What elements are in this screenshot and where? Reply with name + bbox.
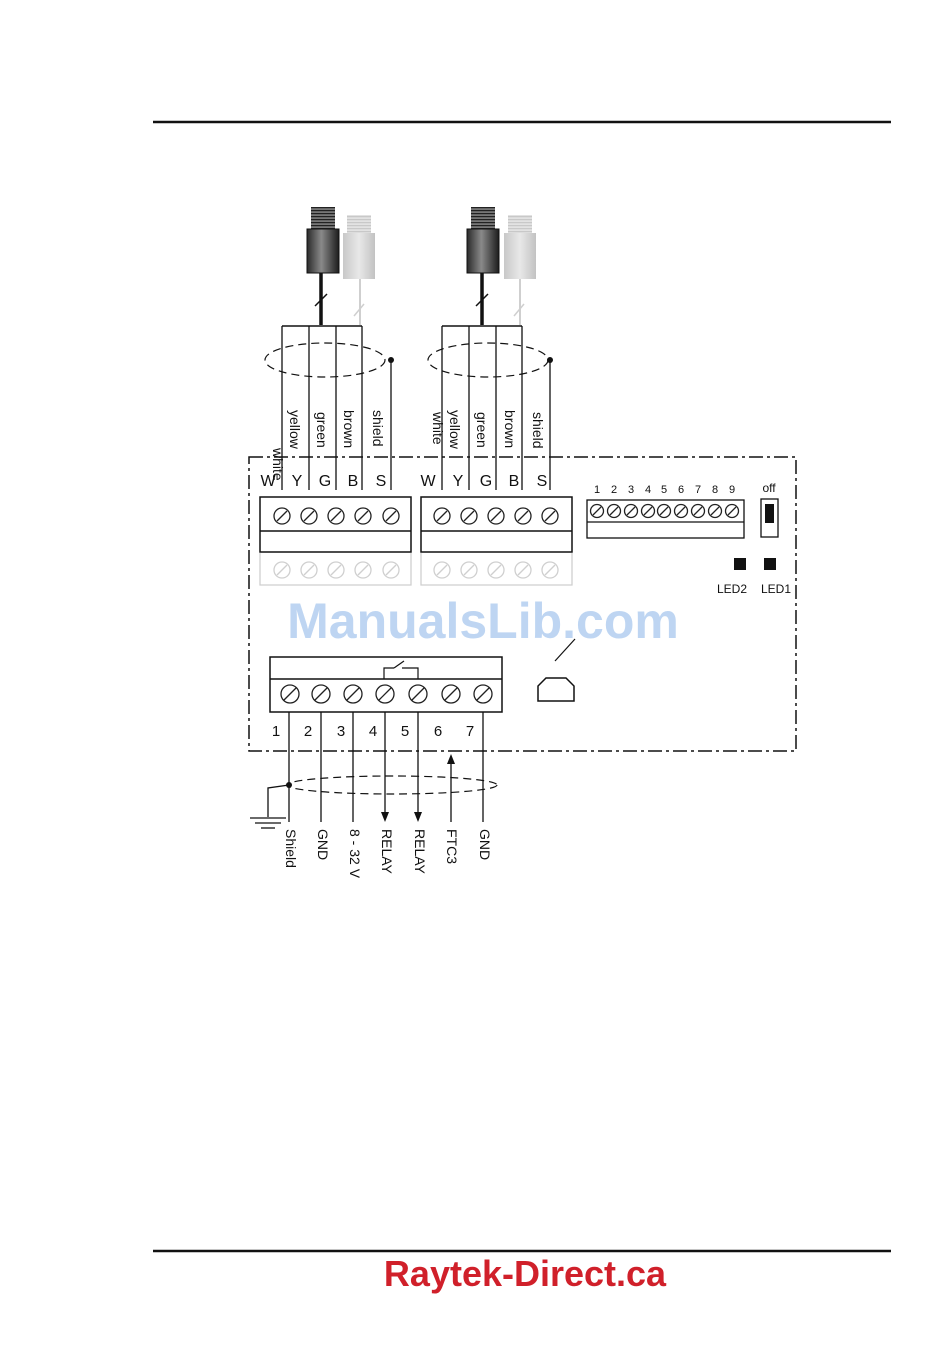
small-terminal-block <box>587 500 744 538</box>
wire-label-b-green: green <box>474 412 490 448</box>
sensor-a-icon <box>307 207 339 325</box>
switch-icon <box>761 499 778 537</box>
small-terminal-number-3: 3 <box>628 484 634 496</box>
wire-label-a-shield: shield <box>370 410 386 447</box>
screw-icon <box>642 505 655 518</box>
terminal-letter-a-y: Y <box>292 473 303 490</box>
screw-icon <box>709 505 722 518</box>
screw-icon <box>409 685 427 703</box>
small-terminal-number-7: 7 <box>695 484 701 496</box>
sensor-terminal-block-a <box>260 497 411 552</box>
screw-icon <box>726 505 739 518</box>
output-wiring <box>268 712 497 822</box>
screw-icon <box>274 508 290 524</box>
screw-icon <box>515 508 531 524</box>
screw-icon <box>591 505 604 518</box>
output-label-relay-5: RELAY <box>412 829 428 875</box>
wire-label-b-brown: brown <box>502 410 518 448</box>
sensor-terminal-block-b <box>421 497 572 552</box>
main-terminal-number-1: 1 <box>272 723 280 740</box>
main-terminal-number-5: 5 <box>401 723 409 740</box>
screw-icon <box>442 685 460 703</box>
screw-icon <box>328 508 344 524</box>
small-terminal-number-5: 5 <box>661 484 667 496</box>
screw-icon <box>383 508 399 524</box>
screw-icon <box>344 685 362 703</box>
output-label-gnd: GND <box>315 829 331 860</box>
screw-icon <box>608 505 621 518</box>
wire-label-a-green: green <box>314 412 330 448</box>
screw-icon <box>355 508 371 524</box>
screw-icon <box>675 505 688 518</box>
switch-label: off <box>762 481 776 495</box>
output-label-gnd-7: GND <box>477 829 493 860</box>
terminal-letter-b-s: S <box>537 473 548 490</box>
ground-icon <box>250 818 286 828</box>
terminal-letter-a-b: B <box>348 473 359 490</box>
led2-label: LED2 <box>717 582 747 596</box>
screw-icon <box>474 685 492 703</box>
output-label-relay-4: RELAY <box>379 829 395 875</box>
terminal-letter-a-w: W <box>260 473 276 490</box>
main-terminal-number-2: 2 <box>304 723 312 740</box>
small-terminal-number-4: 4 <box>645 484 651 496</box>
main-terminal-number-6: 6 <box>434 723 442 740</box>
main-terminal-number-7: 7 <box>466 723 474 740</box>
terminal-letter-b-b: B <box>509 473 520 490</box>
ghost-terminal-block-a <box>260 553 411 585</box>
potentiometer-icon <box>538 678 574 701</box>
screw-icon <box>281 685 299 703</box>
output-label-supply: 8 - 32 V <box>347 829 363 879</box>
led1-icon <box>764 558 776 570</box>
screw-icon <box>312 685 330 703</box>
screw-icon <box>376 685 394 703</box>
small-terminal-number-9: 9 <box>729 484 735 496</box>
small-terminal-number-6: 6 <box>678 484 684 496</box>
screw-icon <box>488 508 504 524</box>
terminal-letter-b-g: G <box>480 473 492 490</box>
wire-label-b-shield: shield <box>530 412 546 449</box>
screw-icon <box>658 505 671 518</box>
screw-icon <box>434 508 450 524</box>
wire-label-b-yellow: yellow <box>447 410 463 450</box>
wire-label-b-white: white <box>430 411 446 445</box>
small-terminal-number-1: 1 <box>594 484 600 496</box>
terminal-letter-b-w: W <box>420 473 436 490</box>
main-terminal-number-3: 3 <box>337 723 345 740</box>
wire-label-a-brown: brown <box>341 410 357 448</box>
screw-icon <box>301 508 317 524</box>
screw-icon <box>461 508 477 524</box>
terminal-letter-a-g: G <box>319 473 331 490</box>
screw-icon <box>542 508 558 524</box>
ghost-terminal-block-b <box>421 553 572 585</box>
output-label-ftc3: FTC3 <box>444 829 460 864</box>
led1-label: LED1 <box>761 582 791 596</box>
main-terminal-number-4: 4 <box>369 723 377 740</box>
led2-icon <box>734 558 746 570</box>
watermark: ManualsLib.com <box>268 592 698 650</box>
ghost-sensor-a-icon <box>343 215 375 325</box>
sensor-b-icon <box>467 207 499 325</box>
screw-icon <box>625 505 638 518</box>
ghost-sensor-b-icon <box>504 215 536 325</box>
terminal-letter-a-s: S <box>376 473 387 490</box>
main-terminal-block <box>270 657 502 712</box>
output-label-shield: Shield <box>283 829 299 868</box>
screw-icon <box>692 505 705 518</box>
small-terminal-number-8: 8 <box>712 484 718 496</box>
small-terminal-number-2: 2 <box>611 484 617 496</box>
terminal-letter-b-y: Y <box>453 473 464 490</box>
wire-label-a-yellow: yellow <box>287 410 303 450</box>
footer-brand: Raytek-Direct.ca <box>300 1253 750 1295</box>
